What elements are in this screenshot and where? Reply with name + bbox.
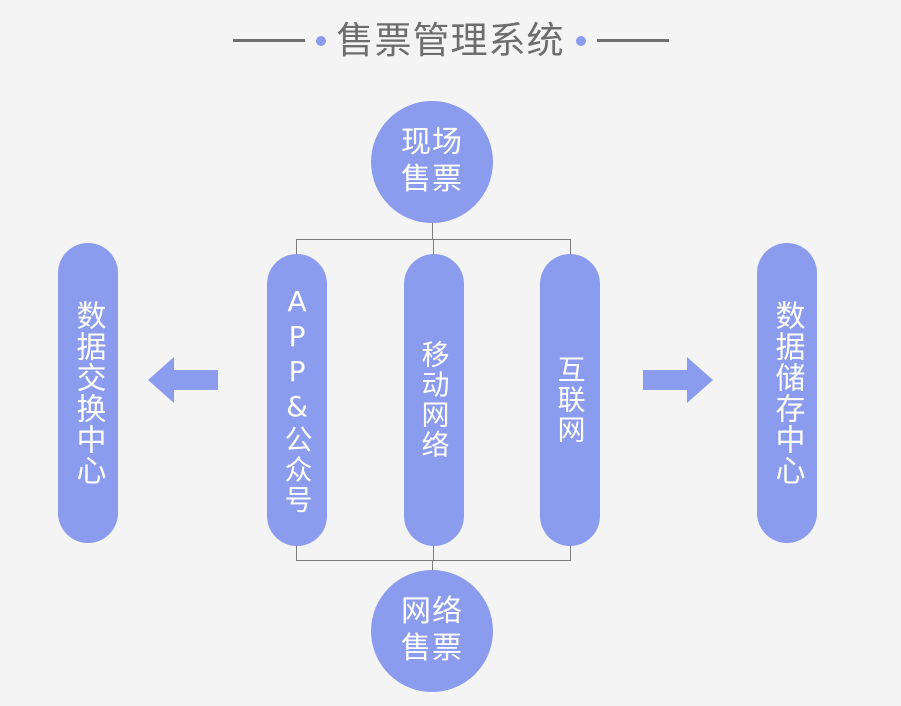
node-onsite-ticketing-line2: 售票 [401,162,463,197]
title-left-dot-icon [315,35,326,46]
page-title-text: 售票管理系统 [336,19,565,62]
node-data-exchange-center[interactable]: 数据交换中心 [58,243,118,543]
node-onsite-ticketing[interactable]: 现场 售票 [371,101,493,223]
node-mobile-network[interactable]: 移动网络 [404,254,464,546]
connector-bottom-bracket [296,560,571,561]
connector-top-stem [432,222,433,240]
node-data-exchange-center-label: 数据交换中心 [70,300,106,486]
title-right-rule [596,39,669,42]
node-online-ticketing-line2: 售票 [401,631,463,666]
connector-bottom-stem [432,560,433,578]
node-onsite-ticketing-line1: 现场 [401,125,463,161]
node-internet[interactable]: 互联网 [540,254,600,546]
connector-top-drop-center [433,239,434,259]
arrow-right-icon [643,357,713,403]
connector-bottom-riser-center [433,541,434,561]
connector-top-drop-right [570,239,571,264]
node-data-storage-center-label: 数据储存中心 [769,300,805,486]
title-right-dot-icon [575,35,586,46]
title-left-rule [232,39,305,42]
connector-bottom-riser-right [570,536,571,561]
page-title: 售票管理系统 [0,22,901,59]
node-online-ticketing[interactable]: 网络 售票 [371,570,493,692]
node-mobile-network-label: 移动网络 [417,340,451,460]
node-data-storage-center[interactable]: 数据储存中心 [757,243,817,543]
node-app-official-account-label: APP&公众号 [280,285,314,515]
connector-bottom-riser-left [296,536,297,561]
connector-top-drop-left [296,239,297,264]
node-online-ticketing-line1: 网络 [401,594,463,630]
node-app-official-account[interactable]: APP&公众号 [267,254,327,546]
arrow-left-icon [148,357,218,403]
node-internet-label: 互联网 [553,355,587,445]
